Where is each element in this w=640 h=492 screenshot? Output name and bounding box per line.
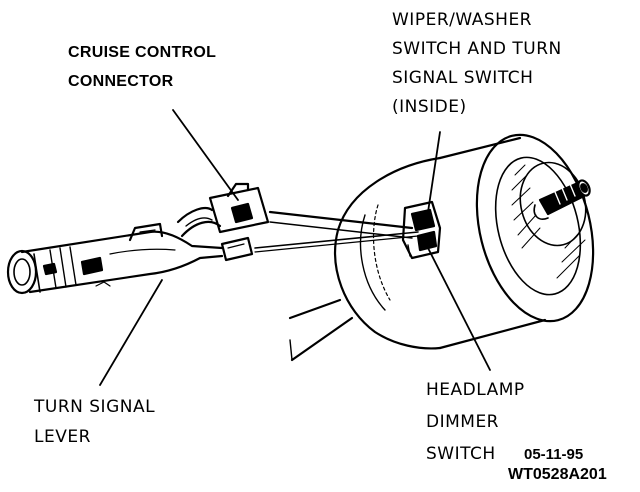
steering-shaft: [533, 179, 591, 220]
combination-switch: [401, 200, 442, 260]
column-housing: [288, 136, 547, 362]
leader-lines: [99, 109, 491, 386]
wiper-washer-label-line4: (INSIDE): [392, 97, 467, 117]
turn-signal-lever-label-line1: TURN SIGNAL: [34, 397, 156, 417]
headlamp-dimmer-label: HEADLAMP DIMMER SWITCH: [426, 374, 525, 470]
wiper-washer-label: WIPER/WASHER SWITCH AND TURN SIGNAL SWIT…: [392, 6, 562, 122]
headlamp-dimmer-label-line1: HEADLAMP: [426, 380, 525, 400]
hub-face: [475, 133, 595, 323]
wiper-washer-label-line2: SWITCH AND TURN: [392, 39, 562, 59]
figure-id-code: WT0528A201: [508, 466, 607, 483]
turn-signal-lever: [6, 222, 224, 295]
cruise-connector: [176, 182, 270, 262]
cruise-control-label: CRUISE CONTROL CONNECTOR: [68, 42, 216, 92]
figure-date-code: 05-11-95: [524, 446, 584, 463]
wiper-washer-label-line1: WIPER/WASHER: [392, 10, 532, 30]
wiper-washer-label-line3: SIGNAL SWITCH: [392, 68, 534, 88]
turn-signal-lever-label-line2: LEVER: [34, 427, 91, 447]
cruise-control-label-line2: CONNECTOR: [68, 73, 174, 90]
turn-signal-lever-label: TURN SIGNAL LEVER: [34, 392, 155, 452]
headlamp-dimmer-label-line2: DIMMER: [426, 412, 499, 432]
headlamp-dimmer-label-line3: SWITCH: [426, 444, 496, 464]
cruise-control-label-line1: CRUISE CONTROL: [68, 44, 217, 61]
wiring-harness: [254, 210, 419, 253]
